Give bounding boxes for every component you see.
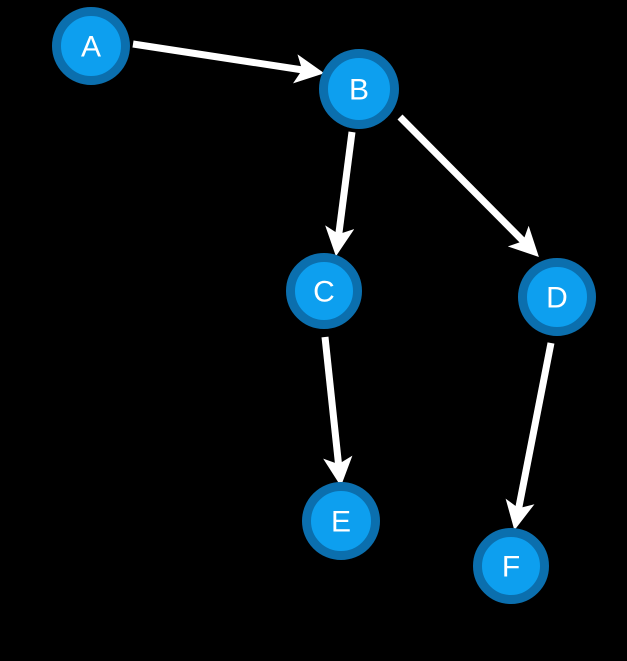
- graph-edge-a-to-b[interactable]: [132, 40, 325, 84]
- graph-edge-c-to-e[interactable]: [321, 336, 353, 487]
- node-circle-e[interactable]: [302, 482, 380, 560]
- node-circle-b[interactable]: [319, 49, 399, 129]
- graph-node-c[interactable]: C: [286, 253, 362, 329]
- node-circle-f[interactable]: [473, 528, 549, 604]
- graph-edge-b-to-d[interactable]: [397, 114, 539, 257]
- graph-node-f[interactable]: F: [473, 528, 549, 604]
- graph-node-e[interactable]: E: [302, 482, 380, 560]
- nodes-layer: A B C D E F: [52, 7, 596, 604]
- node-circle-c[interactable]: [286, 253, 362, 329]
- node-circle-a[interactable]: [52, 7, 130, 85]
- graph-edge-b-to-c[interactable]: [325, 131, 356, 257]
- graph-edge-d-to-f[interactable]: [505, 342, 555, 531]
- graph-node-b[interactable]: B: [319, 49, 399, 129]
- graph-node-a[interactable]: A: [52, 7, 130, 85]
- node-circle-d[interactable]: [518, 258, 596, 336]
- edges-layer: [132, 40, 555, 531]
- graph-node-d[interactable]: D: [518, 258, 596, 336]
